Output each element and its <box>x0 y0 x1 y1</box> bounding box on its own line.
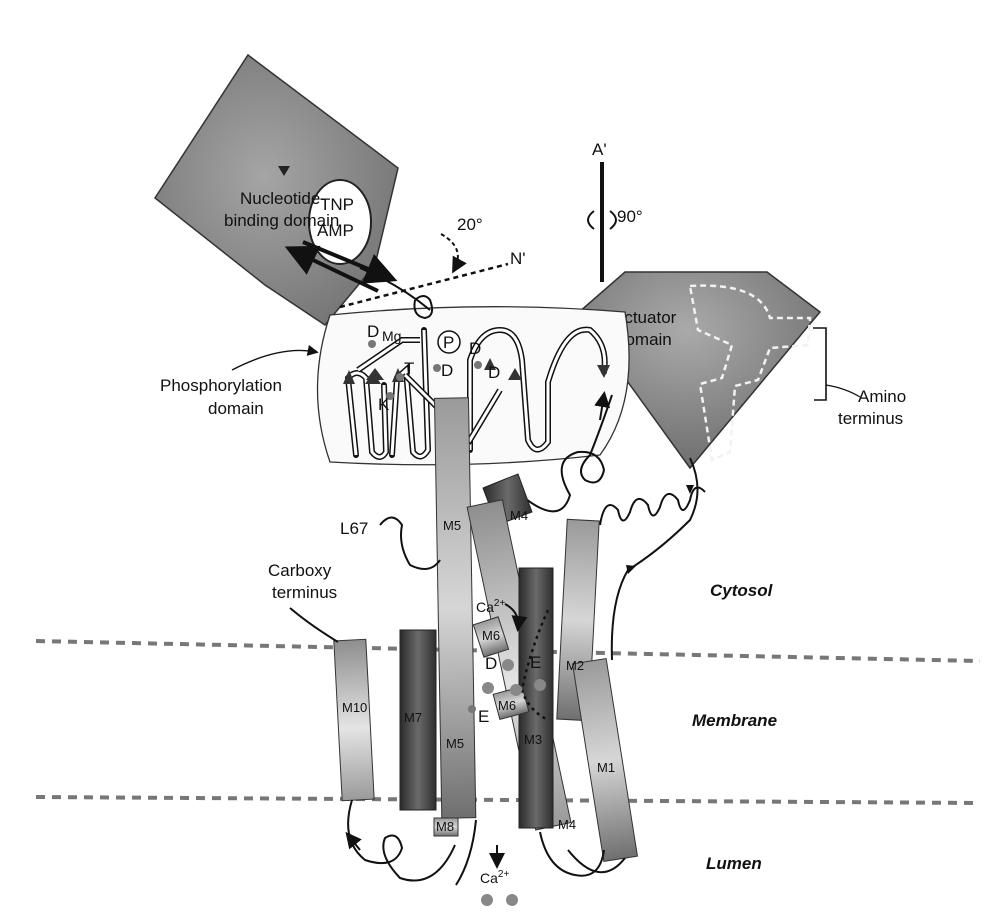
residue-k: K <box>378 395 390 414</box>
segment-m4: M4 <box>510 508 528 523</box>
a-prime-label: A' <box>592 140 607 159</box>
ca-lumen-label: Ca2+ <box>480 869 509 886</box>
cytosol-label: Cytosol <box>710 581 774 600</box>
residue-d-p-dot <box>433 364 441 372</box>
amino-terminus-bracket <box>813 328 826 400</box>
residue-p: P <box>443 333 454 352</box>
amino-terminus-linker <box>612 458 698 660</box>
phosphorylation-leader <box>232 350 316 370</box>
angle-90-label: 90° <box>617 207 643 226</box>
segment-m6b: M6 <box>498 698 516 713</box>
membrane-label: Membrane <box>692 711 777 730</box>
nucleotide-domain-label-1: Nucleotide- <box>240 189 326 208</box>
carboxy-terminus-leader <box>290 608 338 642</box>
lumen-calcium-ion-2 <box>506 894 518 906</box>
residue-mg: Mg <box>382 328 401 344</box>
segment-m1: M1 <box>597 760 615 775</box>
membrane-boundary-bottom <box>36 797 980 803</box>
residue-e-mem: E <box>530 653 541 672</box>
residue-d-p: D <box>441 361 453 380</box>
segment-m6: M6 <box>482 628 500 643</box>
ca-cytosol-text: Ca <box>476 599 494 615</box>
segment-m7: M7 <box>404 710 422 725</box>
segment-m5b: M5 <box>446 736 464 751</box>
segment-m8: M8 <box>436 819 454 834</box>
angle-20-label: 20° <box>457 215 483 234</box>
amp-label: AMP <box>317 221 354 240</box>
calcium-ion-1 <box>502 659 514 671</box>
amino-terminus-label-2: terminus <box>838 409 903 428</box>
residue-t-dot <box>396 373 404 381</box>
phosphorylation-domain-label-2: domain <box>208 399 264 418</box>
residue-d-mem: D <box>485 654 497 673</box>
residue-d2: D <box>488 363 500 382</box>
helix-m10 <box>334 639 374 800</box>
residue-d-mg: D <box>367 322 379 341</box>
n-prime-label: N' <box>510 249 526 268</box>
residue-e-dot <box>468 705 476 713</box>
amino-terminus-leader <box>826 385 860 397</box>
l67-loop <box>380 518 440 570</box>
residue-e-lower: E <box>478 707 489 726</box>
tnp-label: TNP <box>320 195 354 214</box>
residue-t: T <box>404 359 414 378</box>
phosphorylation-domain-label-1: Phosphorylation <box>160 376 282 395</box>
calcium-ion-4 <box>534 679 546 691</box>
lumen-label: Lumen <box>706 854 762 873</box>
residue-d2-dot <box>474 361 482 369</box>
segment-m5: M5 <box>443 518 461 533</box>
carboxy-terminus-label-1: Carboxy <box>268 561 332 580</box>
segment-m2: M2 <box>566 658 584 673</box>
carboxy-terminus-label-2: terminus <box>272 583 337 602</box>
angle-20-arrow <box>441 234 458 270</box>
l67-label: L67 <box>340 519 368 538</box>
segment-m10: M10 <box>342 700 367 715</box>
segment-m3: M3 <box>524 732 542 747</box>
ca-lumen-text: Ca <box>480 870 498 886</box>
residue-d-mg-dot <box>368 340 376 348</box>
calcium-ion-2 <box>482 682 494 694</box>
lumen-calcium-ion-1 <box>481 894 493 906</box>
residue-d1: D <box>469 339 481 358</box>
ca-lumen-charge: 2+ <box>498 869 510 880</box>
amino-terminus-label-1: Amino <box>858 387 906 406</box>
calcium-ion-3 <box>510 684 522 696</box>
helix-m5 <box>434 398 475 819</box>
segment-m4b: M4 <box>558 817 576 832</box>
ca-cytosol-charge: 2+ <box>494 598 506 609</box>
